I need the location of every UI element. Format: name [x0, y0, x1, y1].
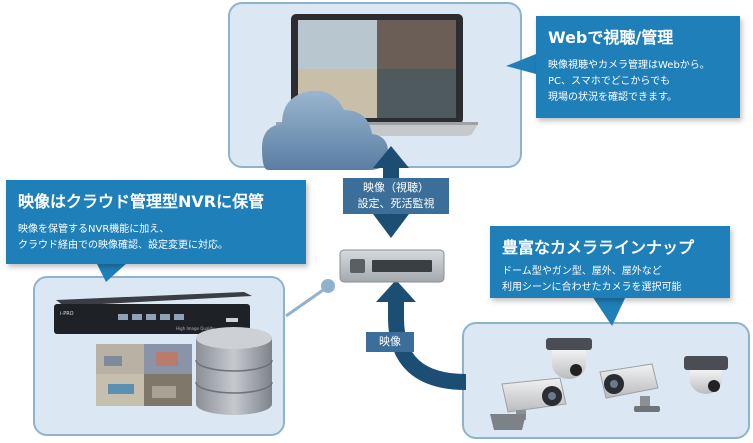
nvr-brand-text: i-PRO — [60, 311, 74, 317]
web-callout-pointer — [506, 54, 536, 74]
upper-flow-label-line-1: 映像（視聴） — [363, 181, 429, 194]
web-callout: Webで視聴/管理 映像視聴やカメラ管理はWebから。 PC、スマホでどこからで… — [536, 16, 740, 118]
video-flow-arrow-icon — [376, 280, 467, 390]
cloud-icon — [262, 90, 388, 170]
nvr-model-text: High Image Quality — [176, 326, 215, 331]
web-callout-line-1: 映像視聴やカメラ管理はWebから。 — [548, 60, 710, 71]
recorder-device-icon — [339, 249, 445, 283]
cameras-callout-pointer — [592, 296, 626, 326]
cameras-callout-title: 豊富なカメララインナップ — [502, 238, 695, 257]
bullet-camera-icon — [490, 377, 567, 430]
upper-flow-label: 映像（視聴） 設定、死活監視 — [343, 178, 449, 214]
nvr-connector-line — [285, 279, 335, 318]
ptz-dome-camera-icon — [684, 356, 728, 394]
box-camera-icon — [599, 363, 660, 412]
cloud-nvr-callout-pointer — [96, 262, 128, 282]
lower-flow-label-text: 映像 — [379, 335, 401, 348]
cameras-callout-line-2: 利用シーンに合わせたカメラを選択可能 — [502, 282, 682, 293]
cloud-nvr-callout-line-2: クラウド経由での映像確認、設定変更に対応。 — [18, 240, 228, 251]
cloud-nvr-callout: 映像はクラウド管理型NVRに保管 映像を保管するNVR機能に加え、 クラウド経由… — [6, 180, 306, 264]
database-icon — [195, 327, 273, 415]
lower-flow-label: 映像 — [366, 332, 414, 352]
upper-flow-label-line-2: 設定、死活監視 — [357, 197, 435, 210]
nvr-rack-icon — [54, 292, 252, 334]
dome-camera-icon — [546, 338, 592, 379]
web-callout-line-3: 現場の状況を確認できます。 — [548, 92, 677, 103]
cloud-nvr-callout-title: 映像はクラウド管理型NVRに保管 — [18, 192, 265, 211]
cameras-callout: 豊富なカメララインナップ ドーム型やガン型、屋外、屋外など 利用シーンに合わせた… — [490, 226, 730, 298]
web-callout-line-2: PC、スマホでどこからでも — [548, 76, 671, 87]
web-callout-title: Webで視聴/管理 — [548, 28, 674, 47]
surveillance-images-collage — [96, 344, 192, 406]
cameras-callout-line-1: ドーム型やガン型、屋外、屋外など — [502, 266, 662, 277]
cloud-nvr-callout-line-1: 映像を保管するNVR機能に加え、 — [18, 224, 170, 235]
